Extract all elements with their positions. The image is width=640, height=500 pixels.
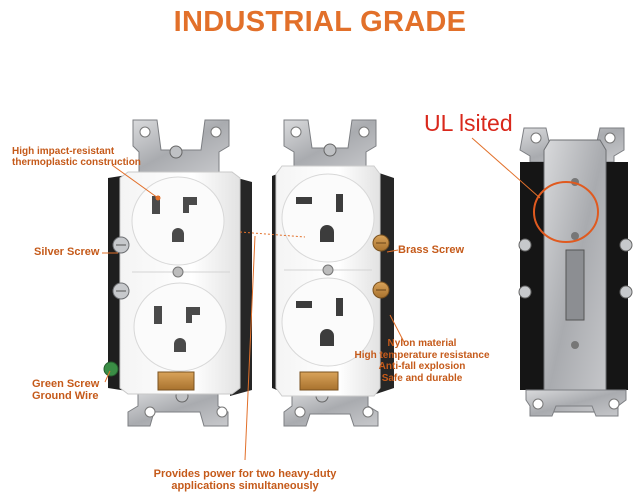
impact-resistant-label: High impact-resistant thermoplastic cons… — [12, 146, 141, 168]
silver-screw-label: Silver Screw — [34, 246, 100, 258]
dual-power-label: Provides power for two heavy-duty applic… — [140, 468, 350, 492]
page-title: INDUSTRIAL GRADE — [173, 6, 467, 38]
nylon-material-label: Nylon material High temperature resistan… — [352, 338, 492, 384]
green-line-1: Green Screw — [32, 378, 100, 390]
ul-listed-label: UL lsited — [424, 110, 513, 136]
impact-line-1: High impact-resistant — [12, 146, 115, 157]
power-line-2: applications simultaneously — [171, 480, 319, 492]
impact-line-2: thermoplastic construction — [12, 157, 141, 168]
outlet-back — [518, 127, 633, 417]
outlet-middle — [272, 119, 394, 427]
nylon-line-4: Safe and durable — [381, 372, 463, 384]
outlet-left — [103, 119, 252, 427]
ul-highlight-circle — [533, 181, 599, 243]
nylon-line-3: Anti-fall explosion — [378, 361, 466, 372]
power-line-1: Provides power for two heavy-duty — [153, 468, 337, 480]
nylon-line-1: Nylon material — [387, 338, 457, 349]
green-screw-label: Green Screw Ground Wire — [32, 378, 99, 402]
leader-lines — [102, 137, 541, 461]
green-line-2: Ground Wire — [32, 390, 99, 402]
nylon-line-2: High temperature resistance — [354, 349, 490, 361]
brass-screw-label: Brass Screw — [398, 244, 465, 256]
